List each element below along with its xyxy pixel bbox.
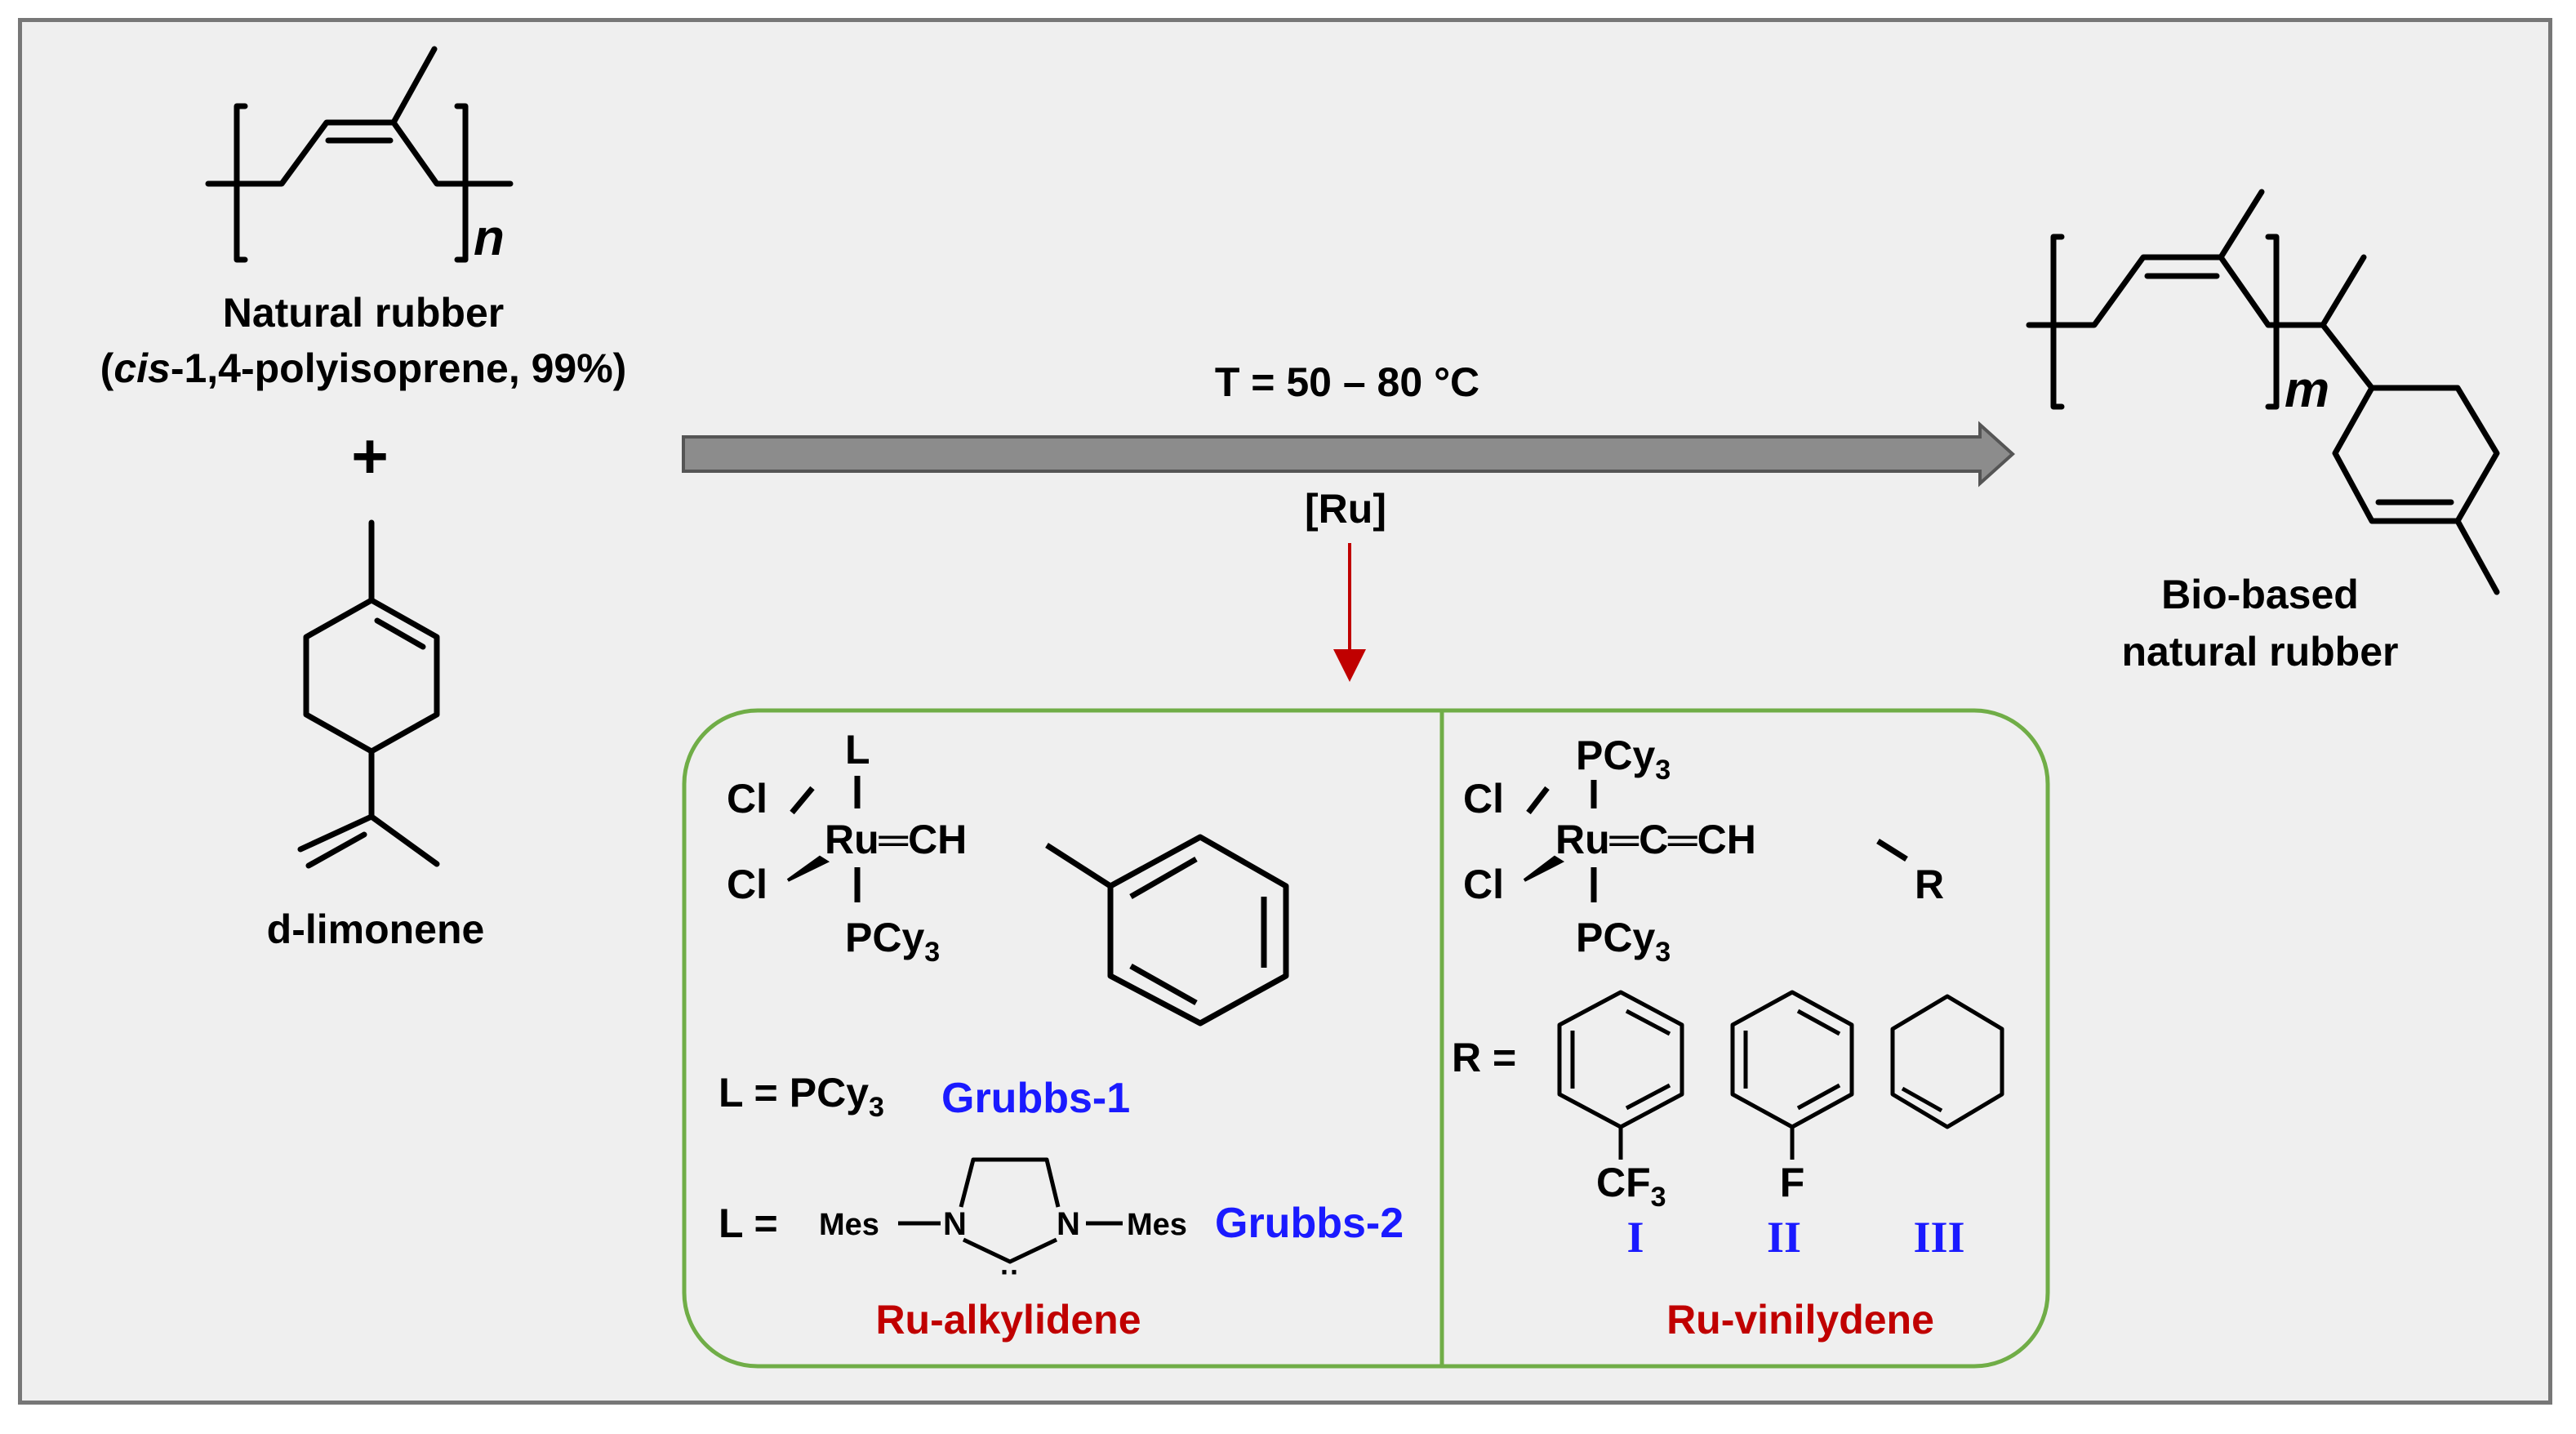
r-group-ii-structure	[1730, 990, 1854, 1160]
roman-label-iii: III	[1913, 1213, 1964, 1262]
ru-vinylidene-panel: PCy3 Cl Ru═C═CH R Cl PCy3 R = CF3 I	[1452, 733, 2004, 1343]
r-group-i-structure	[1557, 990, 1684, 1160]
ru-alkylidene-panel: L Cl Ru═CH Cl PCy3 L =PCy3 Grubbs-1 L = …	[719, 727, 1404, 1343]
product-subscript-m: m	[2285, 362, 2329, 418]
product-label-line2: natural rubber	[2122, 629, 2399, 675]
vinylidene-r-group: R	[1915, 862, 1944, 907]
vinylidene-pcy3-bottom: PCy3	[1576, 915, 1671, 968]
rubber-subscript-n: n	[474, 210, 505, 266]
fluoro-label: F	[1780, 1160, 1805, 1205]
ru-alkylidene-label: Ru-alkylidene	[875, 1297, 1141, 1343]
grubbs1-l-eq: L =PCy3	[719, 1070, 884, 1123]
alkylidene-ru-chain: Ru═CH	[825, 817, 967, 862]
vinylidene-cl-top: Cl	[1463, 776, 1504, 822]
r-group-iii-structure	[1890, 994, 2004, 1129]
alkylidene-cl-bottom: Cl	[727, 862, 767, 907]
carbene-lone-pair: ··	[1000, 1255, 1020, 1289]
alkylidene-cl-top: Cl	[727, 776, 767, 822]
vinylidene-ru-chain: Ru═C═CH	[1555, 817, 1756, 862]
natural-rubber-structure	[205, 46, 514, 263]
bio-based-rubber-structure	[2026, 189, 2500, 595]
product-label-line1: Bio-based	[2161, 572, 2359, 617]
alkylidene-pcy3: PCy3	[845, 915, 940, 968]
catalyst-ru-label: [Ru]	[1305, 486, 1386, 532]
nhc-imidazolinylidene-ring	[959, 1157, 1061, 1264]
roman-label-i: I	[1626, 1213, 1644, 1262]
vinylidene-pcy3-top: PCy3	[1576, 733, 1671, 786]
grubbs2-l-eq: L =	[719, 1200, 778, 1246]
plus-sign: +	[351, 420, 389, 492]
n-left: N	[943, 1206, 967, 1242]
ligand-l-label: L	[845, 727, 870, 773]
cf3-label: CF3	[1596, 1160, 1666, 1213]
ru-vinylidene-label: Ru-vinilydene	[1666, 1297, 1934, 1343]
roman-label-ii: II	[1767, 1213, 1801, 1262]
catalyst-box	[682, 708, 2050, 1369]
n-right: N	[1057, 1206, 1080, 1242]
natural-rubber-detail: (cis-1,4-polyisoprene, 99%)	[100, 345, 627, 391]
mes-left: Mes	[819, 1208, 879, 1242]
d-limonene-structure	[297, 519, 440, 869]
d-limonene-label: d-limonene	[267, 906, 485, 952]
benzylidene-phenyl-ring	[1045, 834, 1289, 1027]
r-equals-label: R =	[1452, 1035, 1516, 1080]
reaction-arrow	[682, 421, 2015, 488]
natural-rubber-label: Natural rubber	[223, 290, 505, 336]
grubbs-1-label: Grubbs-1	[941, 1075, 1130, 1122]
grubbs-2-label: Grubbs-2	[1215, 1200, 1404, 1247]
mes-right: Mes	[1127, 1208, 1187, 1242]
temperature-condition: T = 50 – 80 °C	[1215, 359, 1479, 405]
vinylidene-cl-bottom: Cl	[1463, 862, 1504, 907]
